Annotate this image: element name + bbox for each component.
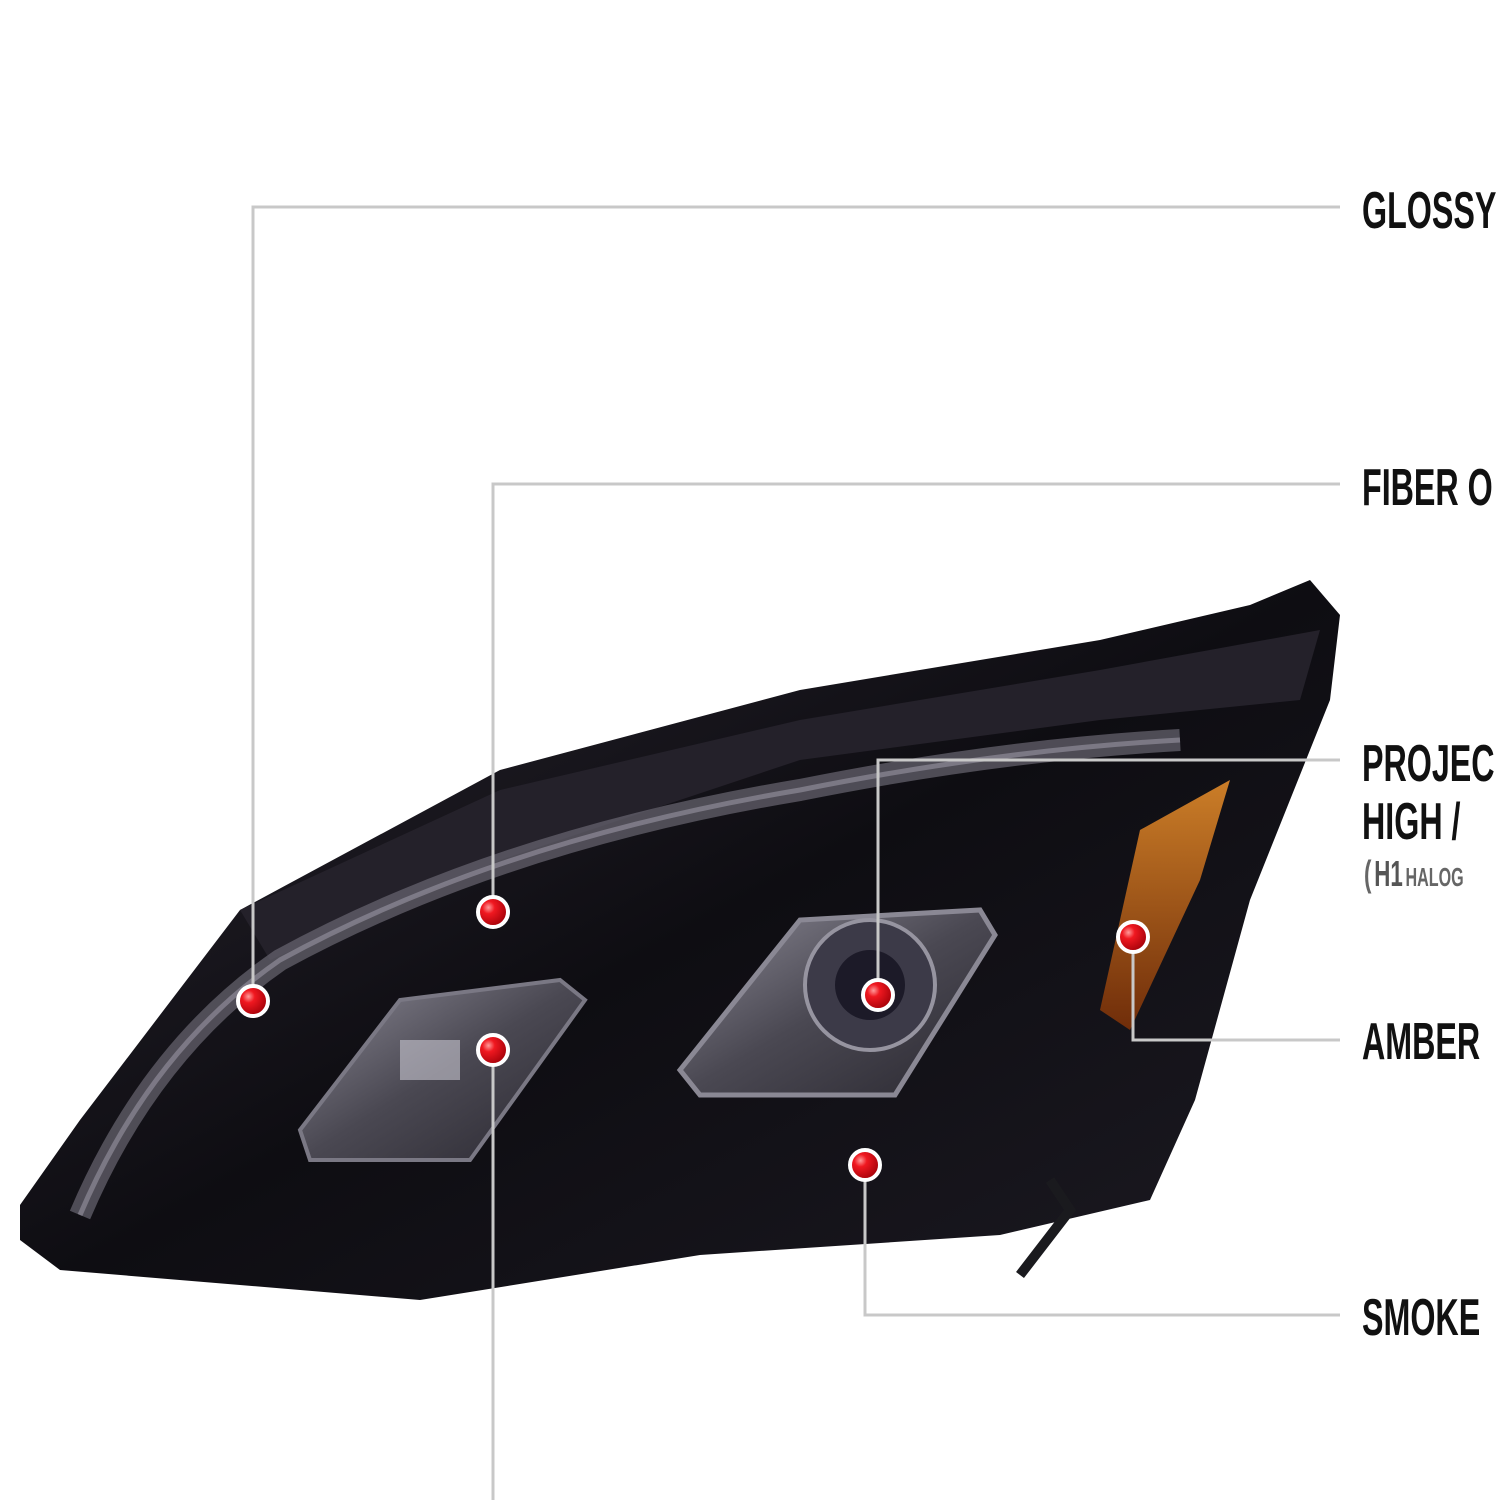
callout-fiber: FIBER O xyxy=(1362,459,1493,517)
leader-line-projector xyxy=(876,758,1340,995)
note-bulb: H1 xyxy=(1374,853,1403,894)
marker-dot-glossy xyxy=(236,984,270,1018)
marker-dot-amber xyxy=(1116,920,1150,954)
marker-dot-projector xyxy=(861,978,895,1012)
callout-projector-note: ( H1 HALOG xyxy=(1364,856,1464,892)
marker-dot-smoke xyxy=(848,1148,882,1182)
leader-line-smoke xyxy=(863,1165,1340,1317)
callout-smoke: SMOKE xyxy=(1362,1289,1481,1347)
leader-line-glossy xyxy=(251,205,1340,1000)
note-text: HALOG xyxy=(1405,862,1464,892)
marker-dot-lower xyxy=(476,1033,510,1067)
leader-line-fiber xyxy=(491,482,1340,912)
note-paren: ( xyxy=(1364,853,1372,894)
callout-glossy: GLOSSY xyxy=(1362,182,1497,240)
callout-amber: AMBER xyxy=(1362,1013,1481,1071)
low-beam-lens xyxy=(297,977,588,1162)
callout-projector-line2: HIGH / xyxy=(1362,793,1461,851)
callout-projector: PROJEC xyxy=(1362,735,1495,793)
leader-line-amber xyxy=(1131,937,1340,1042)
mount-bracket xyxy=(1016,1177,1077,1279)
marker-dot-fiber xyxy=(476,895,510,929)
leader-lines xyxy=(251,205,1340,1500)
